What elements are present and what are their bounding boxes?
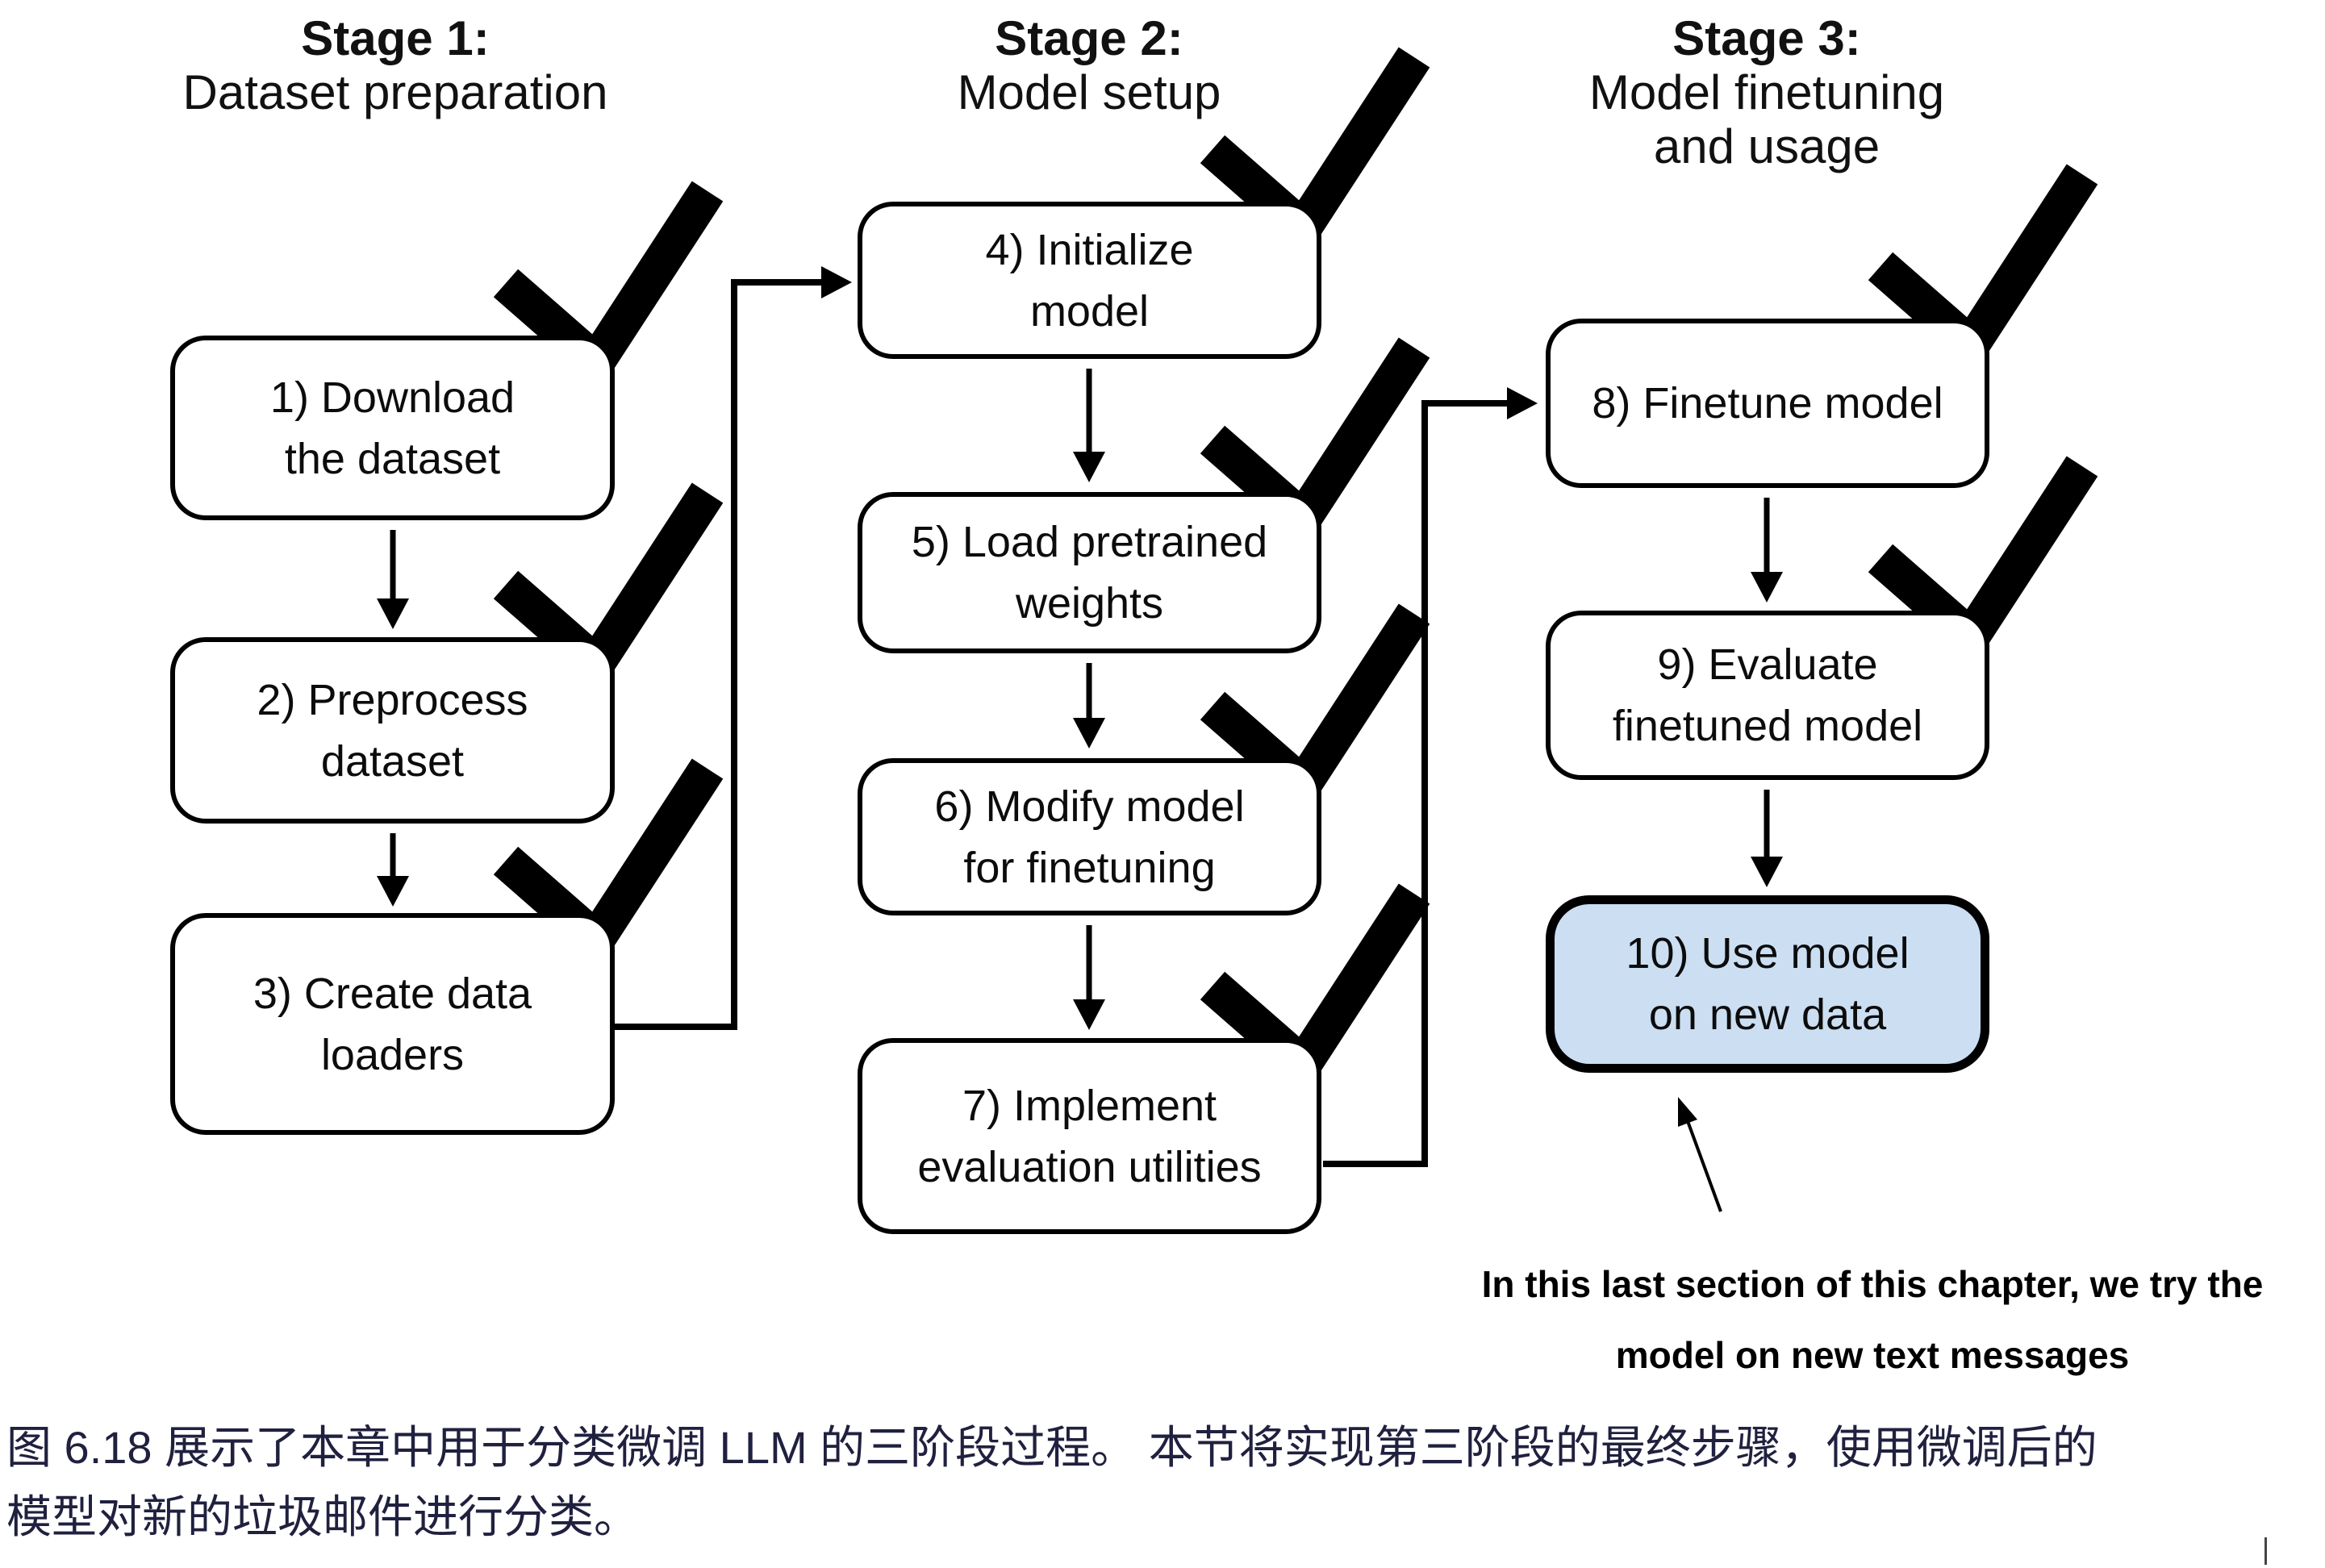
step-box-8: 8) Finetune model bbox=[1546, 319, 1989, 488]
step-box-10-label: on new data bbox=[1648, 990, 1887, 1039]
arrow-down-icon bbox=[1751, 790, 1783, 887]
arrow-down-icon bbox=[1073, 369, 1105, 482]
caption-line: 图 6.18 展示了本章中用于分类微调 LLM 的三阶段过程。 本节将实现第三阶… bbox=[6, 1422, 2098, 1473]
step-box-10-label: 10) Use model bbox=[1626, 929, 1910, 978]
step-box-6-label: for finetuning bbox=[963, 843, 1216, 892]
stage-1-header: Stage 1: Dataset preparation bbox=[105, 11, 686, 119]
step-box-2: 2) Preprocess dataset bbox=[170, 637, 615, 824]
stage-3-header: Stage 3: Model finetuning and usage bbox=[1476, 11, 2057, 173]
stage-2-title: Stage 2: bbox=[995, 11, 1183, 65]
arrow-down-icon bbox=[1073, 663, 1105, 749]
step-box-7-label: 7) Implement bbox=[962, 1081, 1217, 1130]
step-box-1: 1) Download the dataset bbox=[170, 336, 615, 520]
annotation-text: In this last section of this chapter, we… bbox=[1420, 1249, 2325, 1391]
stage-3-subtitle: Model finetuning bbox=[1588, 65, 1945, 119]
step-box-3-label: 3) Create data bbox=[253, 969, 532, 1018]
caption-line: 模型对新的垃圾邮件进行分类。 bbox=[6, 1491, 639, 1542]
step-box-4-label: model bbox=[1029, 286, 1150, 336]
stage-2-header: Stage 2: Model setup bbox=[799, 11, 1380, 119]
arrow-down-icon bbox=[1073, 925, 1105, 1030]
step-box-7-label: evaluation utilities bbox=[917, 1142, 1262, 1191]
step-box-7: 7) Implement evaluation utilities bbox=[858, 1038, 1321, 1234]
annotation-arrow-icon bbox=[1678, 1097, 1722, 1212]
arrow-down-icon bbox=[377, 833, 409, 907]
step-box-1-label: 1) Download bbox=[269, 373, 516, 422]
stage-3-title: Stage 3: bbox=[1672, 11, 1861, 65]
step-box-6: 6) Modify model for finetuning bbox=[858, 758, 1321, 915]
connector-stage1-to-stage2 bbox=[613, 266, 852, 1030]
step-box-9: 9) Evaluate finetuned model bbox=[1546, 611, 1989, 780]
step-box-9-label: finetuned model bbox=[1612, 702, 1923, 750]
step-box-5-label: 5) Load pretrained bbox=[911, 518, 1268, 566]
step-box-2-label: 2) Preprocess bbox=[257, 675, 528, 724]
step-box-9-label: 9) Evaluate bbox=[1657, 640, 1878, 689]
step-box-4: 4) Initialize model bbox=[858, 202, 1321, 359]
arrow-down-icon bbox=[1751, 498, 1783, 603]
stage-2-subtitle: Model setup bbox=[957, 65, 1221, 119]
step-box-5: 5) Load pretrained weights bbox=[858, 492, 1321, 653]
annotation-line: model on new text messages bbox=[1615, 1334, 2130, 1376]
step-box-4-label: 4) Initialize bbox=[985, 225, 1194, 274]
step-box-10: 10) Use model on new data bbox=[1546, 895, 1989, 1073]
step-box-1-label: the dataset bbox=[284, 434, 501, 483]
stage-3-subtitle: and usage bbox=[1653, 119, 1880, 173]
connector-stage2-to-stage3 bbox=[1323, 387, 1538, 1167]
text-cursor bbox=[2264, 1537, 2267, 1565]
arrow-down-icon bbox=[377, 530, 409, 629]
step-box-2-label: dataset bbox=[320, 736, 465, 786]
stage-1-subtitle: Dataset preparation bbox=[182, 65, 608, 119]
annotation-line: In this last section of this chapter, we… bbox=[1481, 1263, 2264, 1305]
step-box-8-label: 8) Finetune model bbox=[1592, 379, 1943, 427]
step-box-3-label: loaders bbox=[320, 1030, 465, 1079]
step-box-5-label: weights bbox=[1015, 579, 1164, 628]
figure-caption: 图 6.18 展示了本章中用于分类微调 LLM 的三阶段过程。 本节将实现第三阶… bbox=[6, 1413, 2314, 1552]
stage-1-title: Stage 1: bbox=[301, 11, 490, 65]
step-box-6-label: 6) Modify model bbox=[934, 782, 1245, 831]
step-box-3: 3) Create data loaders bbox=[170, 913, 615, 1135]
